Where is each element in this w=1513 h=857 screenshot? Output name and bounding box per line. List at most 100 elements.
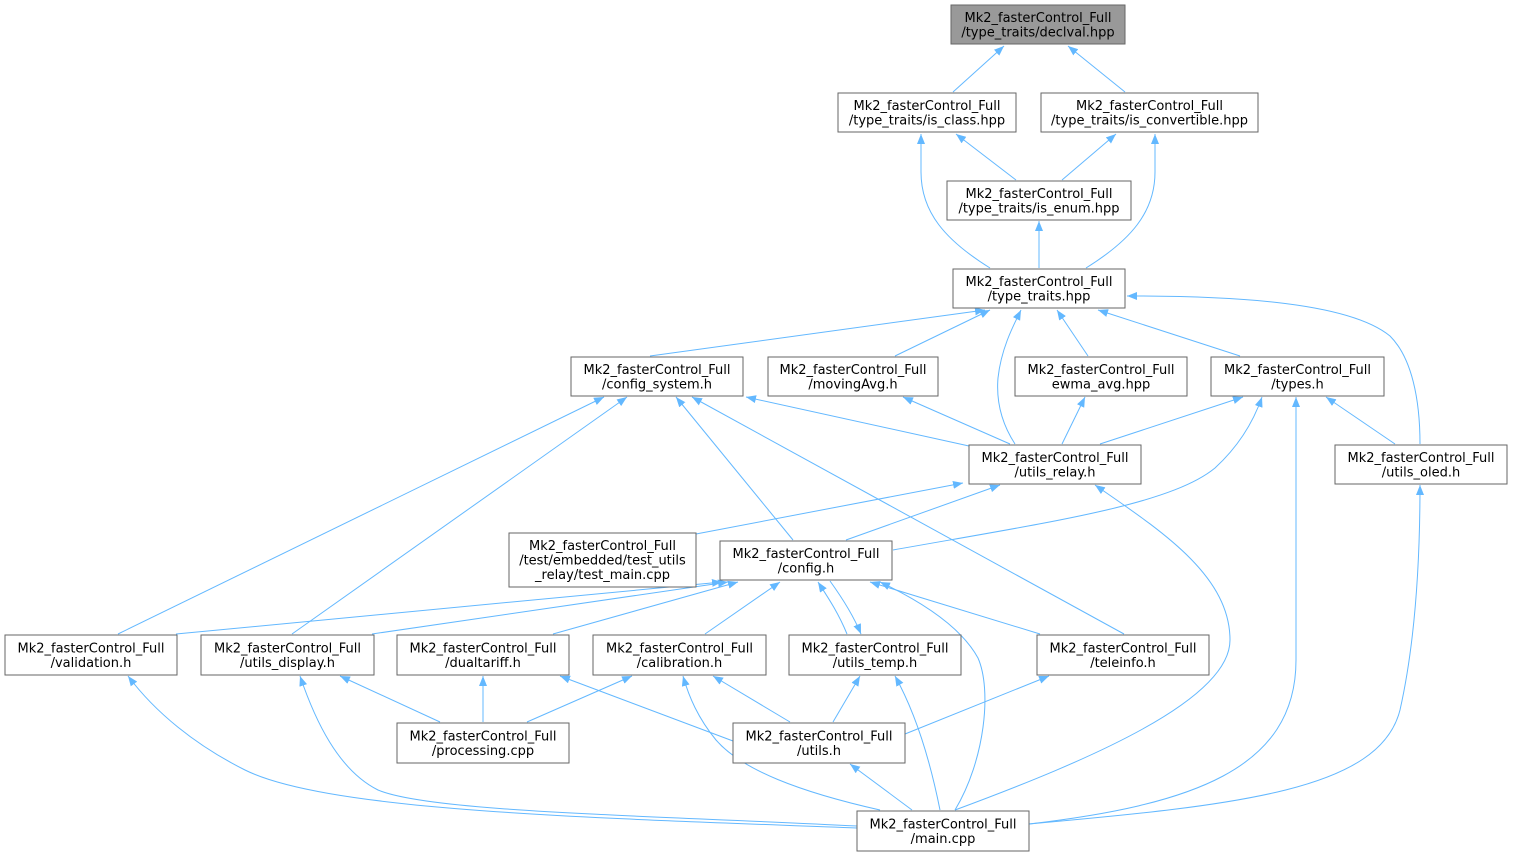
- include-arrow-utils-relay-h-to-movingavg-h: [902, 396, 1011, 445]
- file-node-utils-display-h[interactable]: Mk2_fasterControl_Full/utils_display.h: [200, 634, 375, 676]
- include-arrow-type-traits-is-enum-hpp-to-type-traits-is-convertible-hpp: [1061, 133, 1117, 181]
- node-label-line: Mk2_fasterControl_Full: [870, 817, 1017, 832]
- node-label-line: /validation.h: [51, 656, 132, 671]
- file-node-utils-relay-h[interactable]: Mk2_fasterControl_Full/utils_relay.h: [968, 444, 1142, 485]
- include-arrow-type-traits-is-enum-hpp-to-type-traits-is-class-hpp: [955, 133, 1017, 181]
- include-arrow-calibration-h-to-config-h: [704, 581, 781, 635]
- include-arrow-utils-relay-h-to-config-system-h: [745, 395, 970, 447]
- node-label-line: Mk2_fasterControl_Full: [410, 641, 557, 656]
- file-node-teleinfo-h[interactable]: Mk2_fasterControl_Full/teleinfo.h: [1036, 634, 1210, 676]
- file-node-type-traits-is-class-hpp[interactable]: Mk2_fasterControl_Full/type_traits/is_cl…: [837, 92, 1017, 133]
- file-node-dualtariff-h[interactable]: Mk2_fasterControl_Full/dualtariff.h: [396, 634, 570, 676]
- file-node-main-cpp[interactable]: Mk2_fasterControl_Full/main.cpp: [856, 810, 1030, 852]
- file-node-movingavg-h[interactable]: Mk2_fasterControl_Full/movingAvg.h: [767, 356, 939, 397]
- node-label-line: /utils_oled.h: [1382, 465, 1460, 480]
- node-label-line: /calibration.h: [637, 656, 723, 671]
- node-label-line: Mk2_fasterControl_Full: [1050, 641, 1197, 656]
- include-arrow-utils-h-to-utils-temp-h: [832, 675, 861, 723]
- file-node-utils-oled-h[interactable]: Mk2_fasterControl_Full/utils_oled.h: [1334, 444, 1508, 485]
- node-box: [856, 810, 1030, 852]
- node-box: [1036, 634, 1210, 676]
- file-node-type-traits-is-convertible-hpp[interactable]: Mk2_fasterControl_Full/type_traits/is_co…: [1040, 92, 1259, 133]
- node-box: [1040, 92, 1259, 133]
- include-arrow-main-cpp-to-validation-h: [127, 675, 858, 829]
- include-arrow-main-cpp-to-config-h: [879, 581, 986, 811]
- node-label-line: Mk2_fasterControl_Full: [982, 451, 1129, 466]
- node-label-line: /config.h: [778, 561, 835, 576]
- node-box: [946, 180, 1132, 221]
- include-arrow-processing-cpp-to-calibration-h: [526, 675, 633, 723]
- file-node-config-h[interactable]: Mk2_fasterControl_Full/config.h: [719, 540, 893, 581]
- node-label-line: Mk2_fasterControl_Full: [854, 99, 1001, 114]
- node-label-line: Mk2_fasterControl_Full: [966, 275, 1113, 290]
- node-label-line: /test/embedded/test_utils: [519, 554, 686, 569]
- include-arrow-type-traits-is-convertible-hpp-to-type-traits-declval-hpp: [1067, 45, 1126, 93]
- file-node-utils-temp-h[interactable]: Mk2_fasterControl_Full/utils_temp.h: [788, 634, 962, 676]
- file-node-validation-h[interactable]: Mk2_fasterControl_Full/validation.h: [4, 634, 178, 676]
- node-box: [952, 268, 1126, 309]
- node-label-line: Mk2_fasterControl_Full: [966, 187, 1113, 202]
- include-arrow-test-embedded-test-utils-relay-test-main-cpp-to-utils-relay-h: [695, 480, 964, 535]
- node-label-line: /main.cpp: [911, 832, 976, 847]
- node-label-line: Mk2_fasterControl_Full: [746, 729, 893, 744]
- file-node-test-embedded-test-utils-relay-test-main-cpp[interactable]: Mk2_fasterControl_Full/test/embedded/tes…: [508, 532, 697, 588]
- node-box: [837, 92, 1017, 133]
- node-label-line: /type_traits/is_convertible.hpp: [1051, 113, 1248, 128]
- file-node-calibration-h[interactable]: Mk2_fasterControl_Full/calibration.h: [592, 634, 767, 676]
- include-arrow-config-h-to-utils-temp-h: [829, 580, 862, 635]
- include-arrow-main-cpp-to-utils-h: [849, 763, 913, 811]
- include-arrow-dualtariff-h-to-config-h: [552, 580, 739, 635]
- node-label-line: /type_traits.hpp: [988, 289, 1091, 304]
- node-box: [4, 634, 178, 676]
- node-label-line: Mk2_fasterControl_Full: [584, 363, 731, 378]
- include-arrow-config-h-to-utils-relay-h: [845, 484, 1001, 541]
- node-box: [1334, 444, 1508, 485]
- node-label-line: Mk2_fasterControl_Full: [1348, 451, 1495, 466]
- node-label-line: /utils_temp.h: [833, 656, 918, 671]
- file-node-processing-cpp[interactable]: Mk2_fasterControl_Full/processing.cpp: [396, 722, 570, 764]
- node-label-line: Mk2_fasterControl_Full: [410, 729, 557, 744]
- node-box: [396, 722, 570, 764]
- node-box: [719, 540, 893, 581]
- file-node-utils-h[interactable]: Mk2_fasterControl_Full/utils.h: [732, 722, 906, 764]
- node-label-line: Mk2_fasterControl_Full: [733, 547, 880, 562]
- file-node-config-system-h[interactable]: Mk2_fasterControl_Full/config_system.h: [570, 356, 744, 397]
- node-label-line: Mk2_fasterControl_Full: [606, 641, 753, 656]
- include-arrow-utils-h-to-teleinfo-h: [904, 675, 1050, 735]
- node-label-line: /type_traits/is_enum.hpp: [958, 201, 1119, 216]
- include-arrow-utils-relay-h-to-types-h: [1099, 396, 1244, 445]
- file-node-types-h[interactable]: Mk2_fasterControl_Full/types.h: [1210, 356, 1385, 397]
- file-node-type-traits-is-enum-hpp[interactable]: Mk2_fasterControl_Full/type_traits/is_en…: [946, 180, 1132, 221]
- include-arrow-config-system-h-to-type-traits-hpp: [649, 307, 986, 357]
- node-label-line: Mk2_fasterControl_Full: [1224, 363, 1371, 378]
- node-label-line: /processing.cpp: [432, 744, 534, 759]
- include-arrow-type-traits-hpp-to-type-traits-is-convertible-hpp: [1085, 134, 1159, 269]
- node-label-line: Mk2_fasterControl_Full: [1076, 99, 1223, 114]
- node-label-line: ewma_avg.hpp: [1052, 377, 1151, 392]
- include-arrow-utils-relay-h-to-type-traits-hpp: [997, 309, 1022, 445]
- edge-layer: [117, 45, 1424, 829]
- node-box: [1210, 356, 1385, 397]
- include-arrow-utils-relay-h-to-ewma-avg-hpp: [1061, 396, 1086, 445]
- node-box: [592, 634, 767, 676]
- file-node-type-traits-hpp[interactable]: Mk2_fasterControl_Full/type_traits.hpp: [952, 268, 1126, 309]
- node-box: [200, 634, 375, 676]
- node-label-line: Mk2_fasterControl_Full: [802, 641, 949, 656]
- node-label-line: _relay/test_main.cpp: [534, 568, 670, 583]
- node-label-line: /type_traits/declval.hpp: [961, 25, 1114, 40]
- node-label-line: Mk2_fasterControl_Full: [529, 539, 676, 554]
- node-box: [396, 634, 570, 676]
- node-box: [732, 722, 906, 764]
- node-label-line: /utils_display.h: [240, 656, 335, 671]
- node-label-line: /config_system.h: [602, 377, 712, 392]
- include-arrow-utils-display-h-to-config-h: [371, 579, 729, 635]
- node-label-line: /types.h: [1271, 377, 1324, 392]
- node-box: [950, 4, 1126, 45]
- node-label-line: /utils.h: [797, 744, 841, 759]
- include-arrow-movingavg-h-to-type-traits-hpp: [894, 309, 991, 357]
- node-box: [767, 356, 939, 397]
- include-arrow-validation-h-to-config-h: [175, 578, 723, 635]
- include-arrow-type-traits-is-class-hpp-to-type-traits-declval-hpp: [952, 45, 1005, 93]
- include-arrow-teleinfo-h-to-config-system-h: [691, 396, 1125, 635]
